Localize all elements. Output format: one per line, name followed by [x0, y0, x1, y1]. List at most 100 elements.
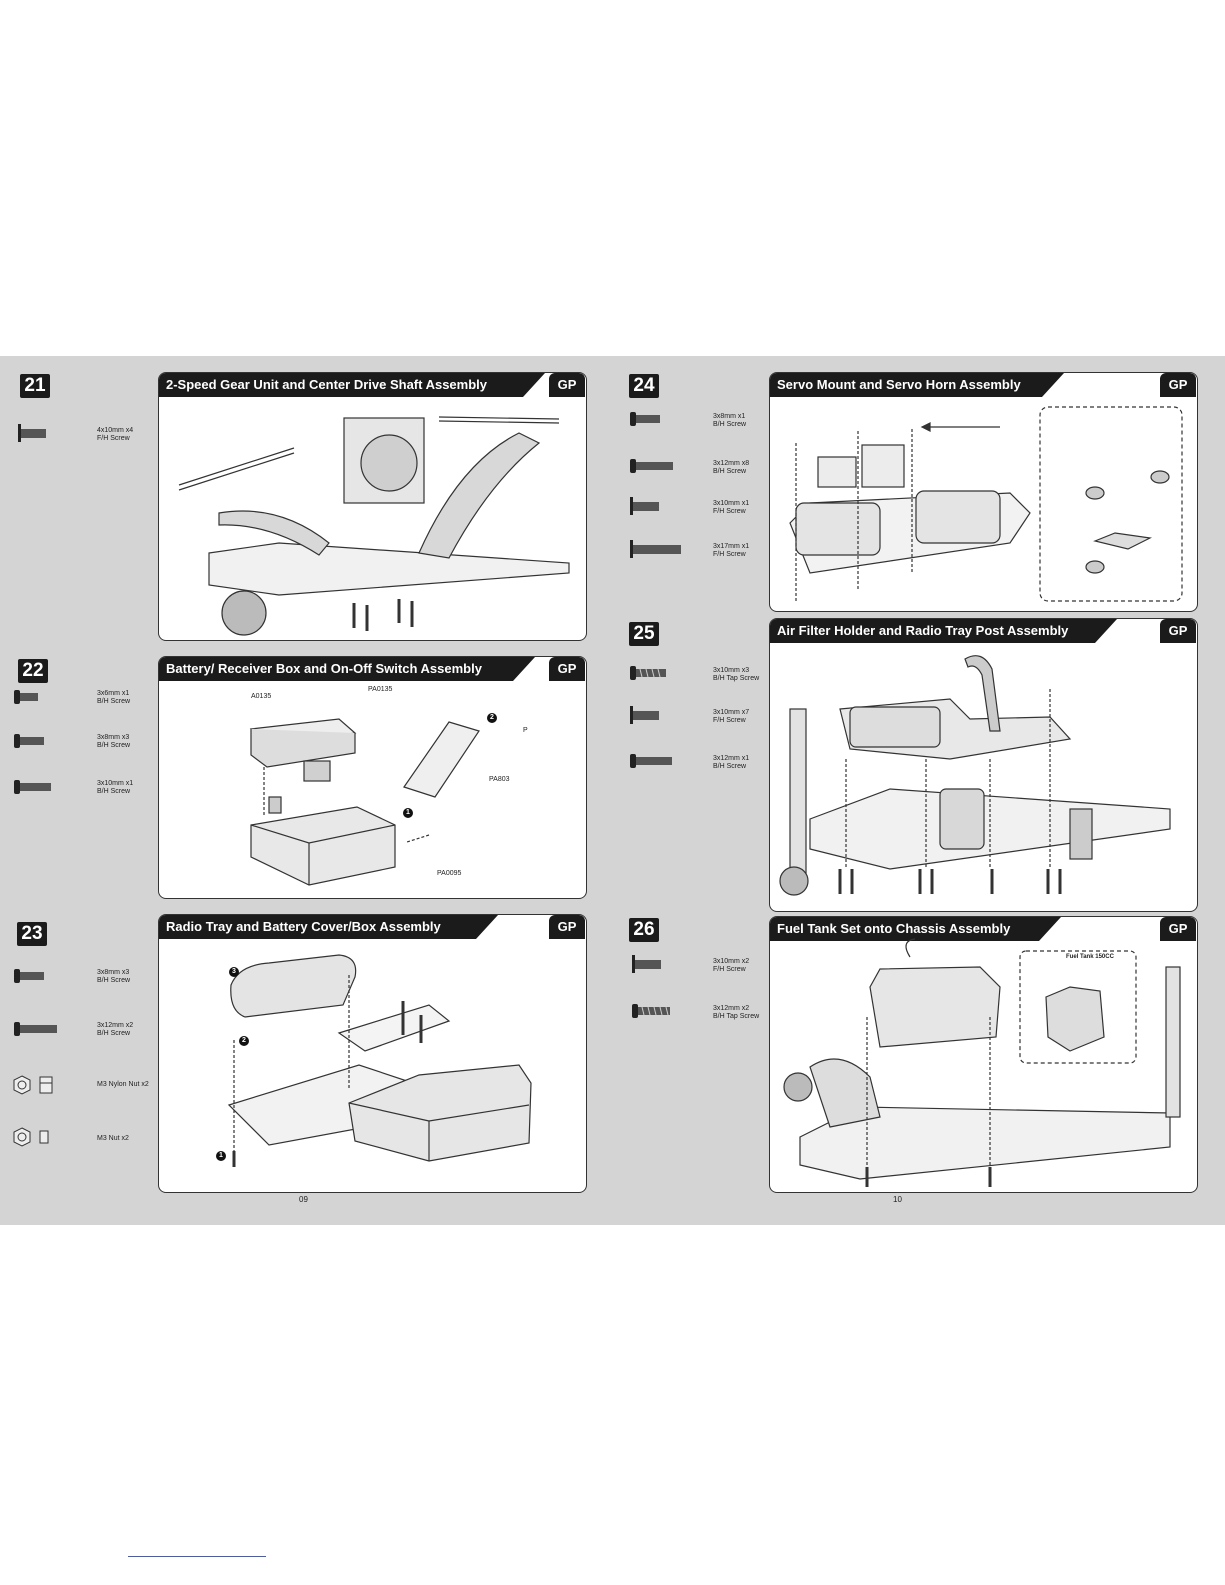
assembly-diagram: [178, 416, 570, 636]
part-item: 3x8mm x1 B/H Screw: [630, 410, 770, 430]
step-number: 25: [629, 622, 659, 646]
flat-head-screw-icon: [630, 540, 681, 558]
part-size: 3x10mm x1: [97, 780, 134, 787]
part-size: 3x6mm x1: [97, 690, 130, 697]
part-item: M3 Nylon Nut x2: [12, 1075, 162, 1095]
step-number: 22: [18, 659, 48, 683]
step-panel: Radio Tray and Battery Cover/Box Assembl…: [158, 914, 587, 1193]
part-item: 3x8mm x3 B/H Screw: [14, 732, 154, 752]
button-head-screw-icon: [14, 690, 38, 704]
part-size: 3x12mm x8: [713, 460, 750, 467]
callout-label: PA0095: [437, 870, 462, 877]
part-type: B/H Screw: [97, 977, 131, 984]
assembly-diagram: [779, 655, 1171, 896]
step-panel: 2-Speed Gear Unit and Center Drive Shaft…: [158, 372, 587, 641]
step-number: 21: [20, 374, 50, 398]
step-badge: 1: [216, 1151, 226, 1161]
step-title: Servo Mount and Servo Horn Assembly: [770, 373, 1064, 397]
button-head-screw-icon: [630, 754, 672, 768]
part-size: 3x12mm x2: [713, 1005, 750, 1012]
button-head-screw-icon: [14, 1022, 57, 1036]
part-size: 3x10mm x7: [713, 709, 750, 716]
gp-tag: GP: [1160, 619, 1196, 643]
part-size: 3x10mm x2: [713, 958, 750, 965]
part-type: B/H Screw: [713, 763, 747, 770]
button-head-screw-icon: [14, 734, 44, 748]
step-number: 26: [629, 918, 659, 942]
part-item: 4x10mm x4 F/H Screw: [18, 424, 158, 444]
callout-label: PA803: [489, 776, 510, 783]
assembly-diagram: [249, 718, 480, 886]
button-head-screw-icon: [630, 459, 673, 473]
assembly-diagram: [783, 938, 1181, 1187]
tap-screw-icon: [632, 1004, 670, 1018]
gp-tag: GP: [549, 373, 585, 397]
step-title: Battery/ Receiver Box and On-Off Switch …: [159, 657, 535, 681]
part-type: F/H Screw: [713, 717, 746, 724]
callout-label: P: [523, 727, 528, 734]
part-size: M3 Nut x2: [97, 1135, 129, 1142]
part-item: M3 Nut x2: [12, 1127, 162, 1147]
part-type: B/H Tap Screw: [713, 675, 760, 682]
step-panel: Fuel Tank Set onto Chassis Assembly GP F…: [769, 916, 1198, 1193]
step-title: Air Filter Holder and Radio Tray Post As…: [770, 619, 1117, 643]
step-panel: Servo Mount and Servo Horn Assembly GP: [769, 372, 1198, 612]
part-item: 3x12mm x2 B/H Screw: [14, 1020, 154, 1040]
tap-screw-icon: [630, 666, 666, 680]
part-type: F/H Screw: [97, 435, 130, 442]
part-item: 3x10mm x3 B/H Tap Screw: [630, 664, 770, 684]
flat-head-screw-icon: [630, 497, 659, 515]
part-type: B/H Tap Screw: [713, 1013, 760, 1020]
part-type: F/H Screw: [713, 508, 746, 515]
part-item: 3x17mm x1 F/H Screw: [630, 540, 770, 560]
nut-icon: [13, 1127, 49, 1147]
part-item: 3x10mm x2 F/H Screw: [632, 955, 772, 975]
step-badge: 3: [229, 967, 239, 977]
part-type: B/H Screw: [97, 742, 131, 749]
part-size: 3x8mm x3: [97, 734, 130, 741]
part-type: B/H Screw: [713, 421, 747, 428]
step-number: 23: [17, 922, 47, 946]
part-item: 3x10mm x7 F/H Screw: [630, 706, 770, 726]
step-title: Radio Tray and Battery Cover/Box Assembl…: [159, 915, 498, 939]
part-type: F/H Screw: [713, 551, 746, 558]
step-title: Fuel Tank Set onto Chassis Assembly: [770, 917, 1061, 941]
part-type: B/H Screw: [97, 698, 131, 705]
button-head-screw-icon: [14, 969, 44, 983]
part-item: 3x6mm x1 B/H Screw: [14, 688, 154, 708]
part-item: 3x10mm x1 B/H Screw: [14, 778, 154, 798]
step-panel: Air Filter Holder and Radio Tray Post As…: [769, 618, 1198, 912]
part-size: 3x8mm x1: [713, 413, 746, 420]
part-size: 3x17mm x1: [713, 543, 750, 550]
step-panel: Battery/ Receiver Box and On-Off Switch …: [158, 656, 587, 899]
gp-tag: GP: [549, 657, 585, 681]
assembly-diagram: [789, 406, 1183, 602]
flat-head-screw-icon: [18, 424, 46, 442]
part-item: 3x12mm x2 B/H Tap Screw: [632, 1002, 772, 1022]
part-size: 3x12mm x1: [713, 755, 750, 762]
part-item: 3x12mm x1 B/H Screw: [630, 752, 770, 772]
step-badge: 2: [487, 713, 497, 723]
part-item: 3x12mm x8 B/H Screw: [630, 457, 770, 477]
part-type: B/H Screw: [713, 468, 747, 475]
step-badge: 1: [403, 808, 413, 818]
page-number-left: 09: [299, 1195, 308, 1204]
part-size: 3x12mm x2: [97, 1022, 134, 1029]
gp-tag: GP: [549, 915, 585, 939]
flat-head-screw-icon: [630, 706, 659, 724]
callout-label: PA0135: [368, 686, 393, 693]
callout-label: A0135: [251, 693, 272, 700]
button-head-screw-icon: [630, 412, 660, 426]
step-number: 24: [629, 374, 659, 398]
step-badge: 2: [239, 1036, 249, 1046]
part-item: 3x8mm x3 B/H Screw: [14, 967, 154, 987]
page-number-right: 10: [893, 1195, 902, 1204]
link-underline: [128, 1556, 266, 1557]
step-title: 2-Speed Gear Unit and Center Drive Shaft…: [159, 373, 545, 397]
part-type: B/H Screw: [97, 1030, 131, 1037]
part-size: 3x10mm x3: [713, 667, 750, 674]
part-type: B/H Screw: [97, 788, 131, 795]
gp-tag: GP: [1160, 917, 1196, 941]
inset-title: Fuel Tank 150CC: [1066, 954, 1114, 960]
flat-head-screw-icon: [632, 955, 661, 973]
